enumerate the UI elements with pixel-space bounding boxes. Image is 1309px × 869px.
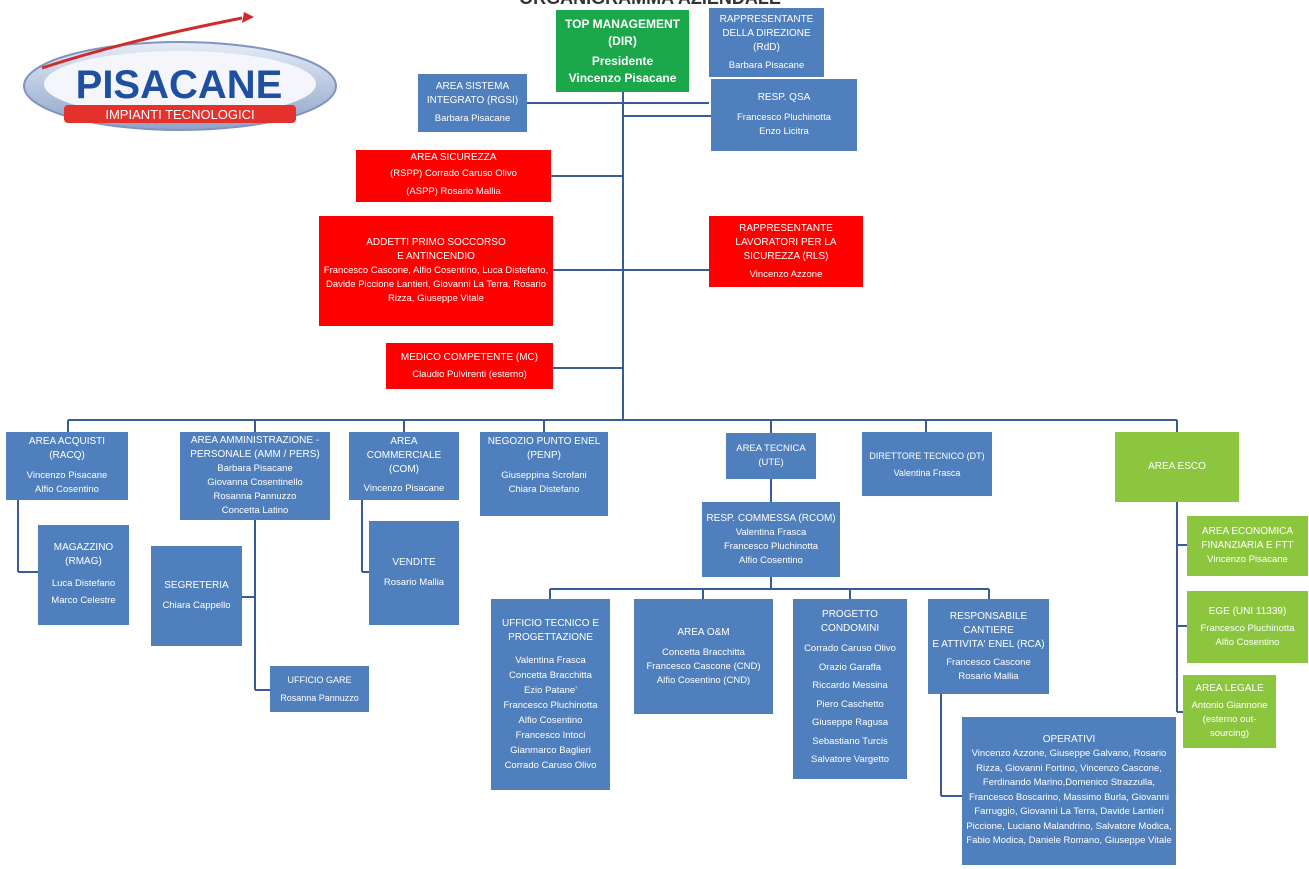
box-qsa: RESP. QSA Francesco Pluchinotta Enzo Lic… [711,79,857,151]
box-rdd: RAPPRESENTANTE DELLA DIREZIONE (RdD) Bar… [709,8,824,77]
box-title: UFFICIO GARE [287,675,352,685]
box-title: RESPONSABILE CANTIERE E ATTIVITA' ENEL (… [932,610,1045,650]
box-title: PROGETTO CONDOMINI [820,609,880,635]
box-title: EGE (UNI 11339) [1208,605,1287,617]
box-people: Giuseppina Scrofani Chiara Distefano [501,470,587,495]
logo-tagline: IMPIANTI TECNOLOGICI [105,107,254,122]
box-resp-commessa: RESP. COMMESSA (RCOM) Valentina Frasca F… [702,502,840,577]
box-title: SEGRETERIA [164,580,229,591]
box-area-sicurezza: AREA SICUREZZA (RSPP) Corrado Caruso Oli… [356,150,551,202]
box-people: Concetta Bracchitta Francesco Cascone (C… [646,646,761,686]
box-progetto-condomini: PROGETTO CONDOMINI Corrado Caruso Olivo … [793,599,907,779]
box-vendite: VENDITE Rosario Mallia [369,521,459,625]
box-people: Francesco Cascone Rosario Mallia [946,656,1031,682]
box-people: Barbara Pisacane [434,113,511,124]
box-people: Francesco Pluchinotta Enzo Licitra [737,112,831,137]
box-title: ADDETTI PRIMO SOCCORSO E ANTINCENDIO [366,237,506,262]
box-area-legale: AREA LEGALE Antonio Giannone (esterno ou… [1183,675,1276,748]
box-people: Vincenzo Azzone [749,268,823,280]
box-area-economica: AREA ECONOMICA FINANZIARIA E FTT Vincenz… [1187,516,1308,576]
box-direttore-tecnico: DIRETTORE TECNICO (DT) Valentina Frasca [862,432,992,496]
box-title: AREA TECNICA (UTE) [736,443,806,468]
box-area-esco: AREA ESCO [1115,432,1239,502]
box-people: Antonio Giannone (esterno out- sourcing) [1191,700,1268,739]
box-people: Valentina Frasca Francesco Pluchinotta A… [724,526,818,566]
box-people: Valentina Frasca Concetta Bracchitta Ezi… [503,655,598,771]
box-people: Francesco Pluchinotta Alfio Cosentino [1200,622,1295,648]
box-people: Luca Distefano Marco Celestre [51,578,116,606]
box-people: Claudio Pulvirenti (esterno) [412,368,527,380]
box-people: Vincenzo Pisacane Alfio Cosentino [26,470,108,495]
company-logo: PISACANE IMPIANTI TECNOLOGICI [22,10,342,135]
box-title: RESP. COMMESSA (RCOM) [706,512,836,524]
box-area-tecnica: AREA TECNICA (UTE) [726,433,816,479]
box-title: DIRETTORE TECNICO (DT) [869,450,985,461]
box-area-amministrazione: AREA AMMINISTRAZIONE - PERSONALE (AMM / … [180,432,330,520]
box-ufficio-gare: UFFICIO GARE Rosanna Pannuzzo [270,666,369,712]
box-people: Rosanna Pannuzzo [280,693,359,703]
box-ufficio-tecnico: UFFICIO TECNICO E PROGETTAZIONE Valentin… [491,599,610,790]
box-medico-competente: MEDICO COMPETENTE (MC) Claudio Pulvirent… [386,343,553,389]
box-people: Vincenzo Pisacane [1207,554,1288,565]
box-title: OPERATIVI [1042,734,1096,746]
box-title: RAPPRESENTANTE DELLA DIREZIONE (RdD) [719,13,814,53]
box-title: AREA AMMINISTRAZIONE - PERSONALE (AMM / … [190,435,320,460]
box-title: AREA ACQUISTI (RACQ) [28,436,106,461]
box-people: Rosario Mallia [383,577,445,588]
box-title: AREA ESCO [1148,461,1206,472]
box-negozio-punto-enel: NEGOZIO PUNTO ENEL (PENP) Giuseppina Scr… [480,432,608,516]
box-people: (RSPP) Corrado Caruso Olivo (ASPP) Rosar… [390,168,517,197]
logo-graphic: PISACANE IMPIANTI TECNOLOGICI [23,12,337,131]
box-rgsi: AREA SISTEMA INTEGRATO (RGSI) Barbara Pi… [418,74,527,132]
box-responsabile-cantiere: RESPONSABILE CANTIERE E ATTIVITA' ENEL (… [928,599,1049,694]
box-segreteria: SEGRETERIA Chiara Cappello [151,546,242,646]
box-people: Vincenzo Pisacane [568,70,677,85]
box-people: Francesco Cascone, Alfio Cosentino, Luca… [323,265,549,304]
box-title: RESP. QSA [757,92,811,103]
box-title: VENDITE [392,557,436,568]
box-area-om: AREA O&M Concetta Bracchitta Francesco C… [634,599,773,714]
box-people: Chiara Cappello [162,600,231,611]
box-rls: RAPPRESENTANTE LAVORATORI PER LA SICUREZ… [709,216,863,287]
box-title: NEGOZIO PUNTO ENEL (PENP) [487,436,601,461]
box-people: Barbara Pisacane [728,59,805,71]
box-people: Vincenzo Azzone, Giuseppe Galvano, Rosar… [966,748,1172,847]
box-title: UFFICIO TECNICO E PROGETTAZIONE [501,618,600,643]
box-title: AREA SICUREZZA [410,152,497,163]
box-role: Presidente [591,53,654,68]
box-people: Corrado Caruso Olivo Orazio Garaffa Ricc… [804,643,896,766]
box-people: Vincenzo Pisacane [363,483,445,494]
box-title: AREA COMMERCIALE (COM) [366,436,442,475]
box-operativi: OPERATIVI Vincenzo Azzone, Giuseppe Galv… [962,717,1176,865]
box-title: TOP MANAGEMENT (DIR) [565,16,680,48]
box-primo-soccorso: ADDETTI PRIMO SOCCORSO E ANTINCENDIO Fra… [319,216,553,326]
box-title: RAPPRESENTANTE LAVORATORI PER LA SICUREZ… [735,222,837,262]
box-title: MEDICO COMPETENTE (MC) [400,351,539,363]
box-title: AREA ECONOMICA FINANZIARIA E FTT [1201,526,1294,551]
page-title: ORGANIGRAMMA AZIENDALE [430,0,870,9]
box-area-commerciale: AREA COMMERCIALE (COM) Vincenzo Pisacane [349,432,459,500]
box-people: Barbara Pisacane Giovanna Cosentinello R… [207,463,303,516]
logo-name: PISACANE [76,63,283,107]
box-top-management: TOP MANAGEMENT (DIR) Presidente Vincenzo… [556,10,689,92]
box-area-acquisti: AREA ACQUISTI (RACQ) Vincenzo Pisacane A… [6,432,128,500]
box-people: Valentina Frasca [893,467,961,478]
box-title: MAGAZZINO (RMAG) [53,542,114,567]
box-ege: EGE (UNI 11339) Francesco Pluchinotta Al… [1187,591,1308,663]
box-title: AREA O&M [677,626,730,638]
box-title: AREA SISTEMA INTEGRATO (RGSI) [426,81,519,106]
box-magazzino: MAGAZZINO (RMAG) Luca Distefano Marco Ce… [38,525,129,625]
box-title: AREA LEGALE [1195,683,1264,694]
